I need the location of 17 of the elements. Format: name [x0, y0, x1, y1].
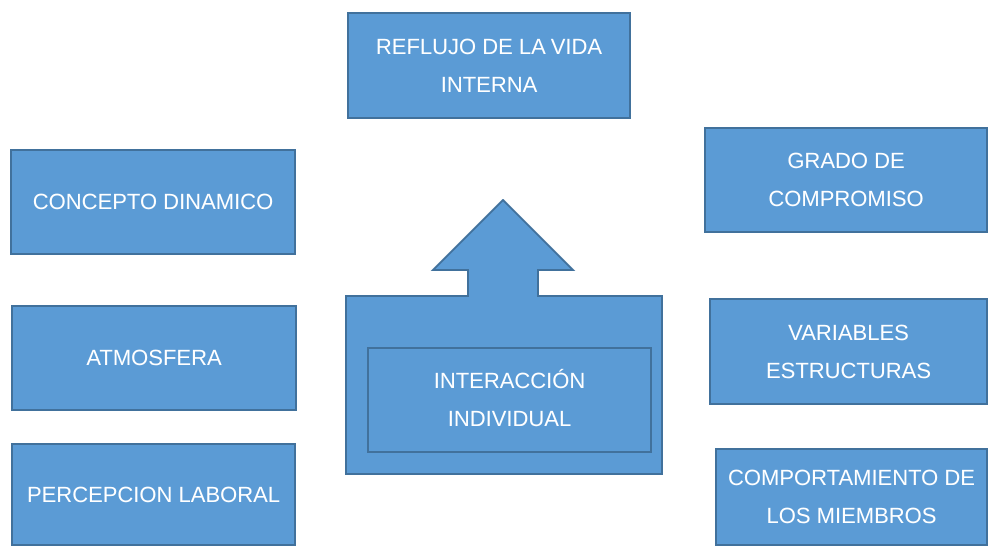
- box-label: GRADO DE COMPROMISO: [767, 147, 925, 213]
- text-box: [709, 298, 988, 405]
- text-box: [10, 149, 296, 255]
- text-box: [347, 12, 631, 119]
- box-label: COMPORTAMIENTO DE LOS MIEMBROS: [727, 464, 976, 530]
- box-label: REFLUJO DE LA VIDA INTERNA: [374, 32, 604, 98]
- box-label: VARIABLES ESTRUCTURAS: [764, 318, 932, 384]
- box-label: PERCEPCION LABORAL: [26, 480, 280, 508]
- text-box: [367, 347, 652, 453]
- box-label: INTERACCIÓN INDIVIDUAL: [432, 367, 586, 433]
- arrow-callout-shape: [345, 199, 663, 475]
- text-box: [715, 448, 988, 546]
- box-label: ATMOSFERA: [86, 344, 222, 372]
- text-box: [11, 443, 296, 546]
- text-box: [11, 305, 297, 411]
- box-label: CONCEPTO DINAMICO: [32, 188, 274, 216]
- text-box: [704, 127, 988, 233]
